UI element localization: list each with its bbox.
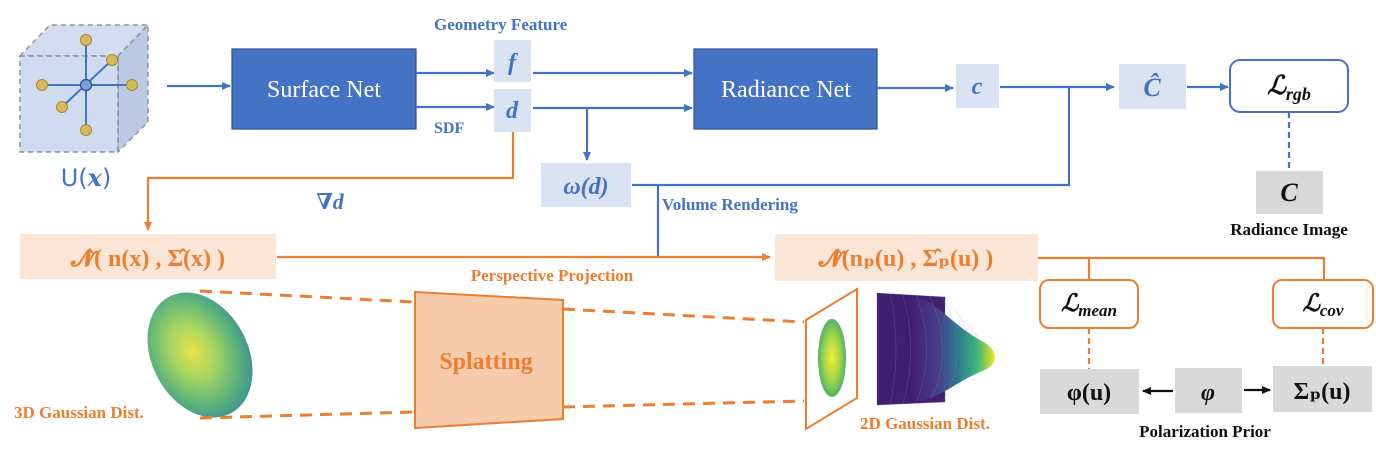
sample-node: [106, 54, 118, 66]
radiance-image-label: Radiance Image: [1230, 220, 1348, 239]
sample-node: [126, 79, 138, 91]
node-c: [956, 64, 999, 108]
node-f-label: f: [508, 50, 518, 76]
grad-d-label: ∇d: [316, 189, 345, 214]
input-label: U(x): [61, 163, 112, 192]
sample-node: [56, 101, 68, 113]
node-phi-u: [1040, 369, 1139, 414]
surface-net-label: Surface Net: [267, 77, 381, 103]
edge-grad-d: [144, 132, 515, 231]
node-d: [494, 89, 531, 132]
node-c-ground-truth: [1256, 171, 1323, 214]
loss-cov-label: ℒcov: [1303, 291, 1344, 320]
node-gaussian-2d-label: 𝓝̂(nₚ(u) , Σ̂ₚ(u) ): [818, 246, 994, 272]
node-sigma-p-u-label: Σₚ(u): [1294, 379, 1351, 405]
radiance-net-block: [693, 48, 878, 130]
splatting-block: [414, 290, 564, 430]
node-phi-u-label: φ(u): [1067, 380, 1111, 406]
node-sigma-p-u: [1273, 366, 1372, 412]
sample-node: [36, 79, 48, 91]
node-c-hat-label: Ĉ: [1143, 73, 1161, 102]
loss-rgb-label: ℒrgb: [1267, 71, 1311, 104]
node-c-hat: [1119, 64, 1186, 109]
node-phi-label: φ: [1201, 380, 1215, 406]
edge-to-loss-cov: [1038, 256, 1326, 280]
perspective-projection-label: Perspective Projection: [471, 266, 634, 285]
node-c-ground-truth-label: C: [1280, 178, 1298, 207]
input-voxel-cube: [18, 23, 150, 154]
ray-bottom-in: [199, 410, 415, 420]
gaussian-2d-ellipse: [818, 319, 846, 397]
gaussian-2d-label: 2D Gaussian Dist.: [860, 414, 990, 433]
node-omega-d: [541, 163, 631, 207]
radiance-net-label: Radiance Net: [721, 77, 851, 103]
ray-bottom-out: [562, 399, 805, 409]
loss-mean-label: ℒmean: [1061, 291, 1117, 320]
gaussian-2d-surface-plot: [876, 292, 995, 406]
node-gaussian-2d: [775, 234, 1038, 281]
geometry-feature-label: Geometry Feature: [434, 15, 568, 34]
splatting-label: Splatting: [439, 349, 532, 375]
node-gaussian-3d-label: 𝓝̂( n(x) , Σ̂(x) ): [70, 246, 225, 272]
node-c-label: c: [972, 74, 983, 100]
center-node: [79, 78, 93, 92]
gaussian-3d-ellipsoid: [147, 292, 253, 418]
node-f: [494, 40, 531, 82]
sample-node: [80, 124, 92, 136]
sdf-label: SDF: [434, 120, 464, 137]
node-phi: [1175, 368, 1242, 413]
volume-rendering-label: Volume Rendering: [662, 195, 798, 214]
ray-top-in: [199, 289, 415, 304]
gaussian-3d-label: 3D Gaussian Dist.: [14, 403, 144, 422]
sample-node: [80, 34, 92, 46]
node-gaussian-3d: [20, 234, 276, 279]
ray-top-out: [562, 307, 805, 324]
node-omega-d-label: ω(d): [563, 174, 608, 200]
surface-net-block: [231, 48, 417, 130]
node-d-label: d: [506, 98, 519, 124]
polarization-prior-label: Polarization Prior: [1139, 422, 1271, 441]
edge-volume-rendering-merge: [632, 87, 1071, 187]
